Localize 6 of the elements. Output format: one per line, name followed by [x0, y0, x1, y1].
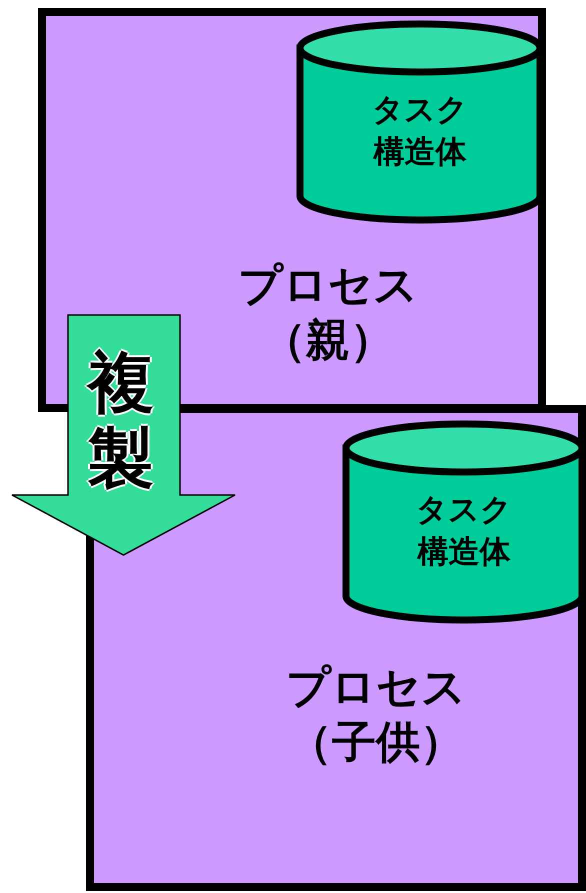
- cylinder-label: タスク構造体: [415, 491, 513, 572]
- process-label: プロセス（親）: [237, 259, 419, 368]
- cylinder-label: タスク構造体: [371, 91, 469, 172]
- arrow: [11, 314, 236, 556]
- process-label: プロセス（子供）: [285, 661, 467, 770]
- edge-label: 複製: [85, 345, 155, 497]
